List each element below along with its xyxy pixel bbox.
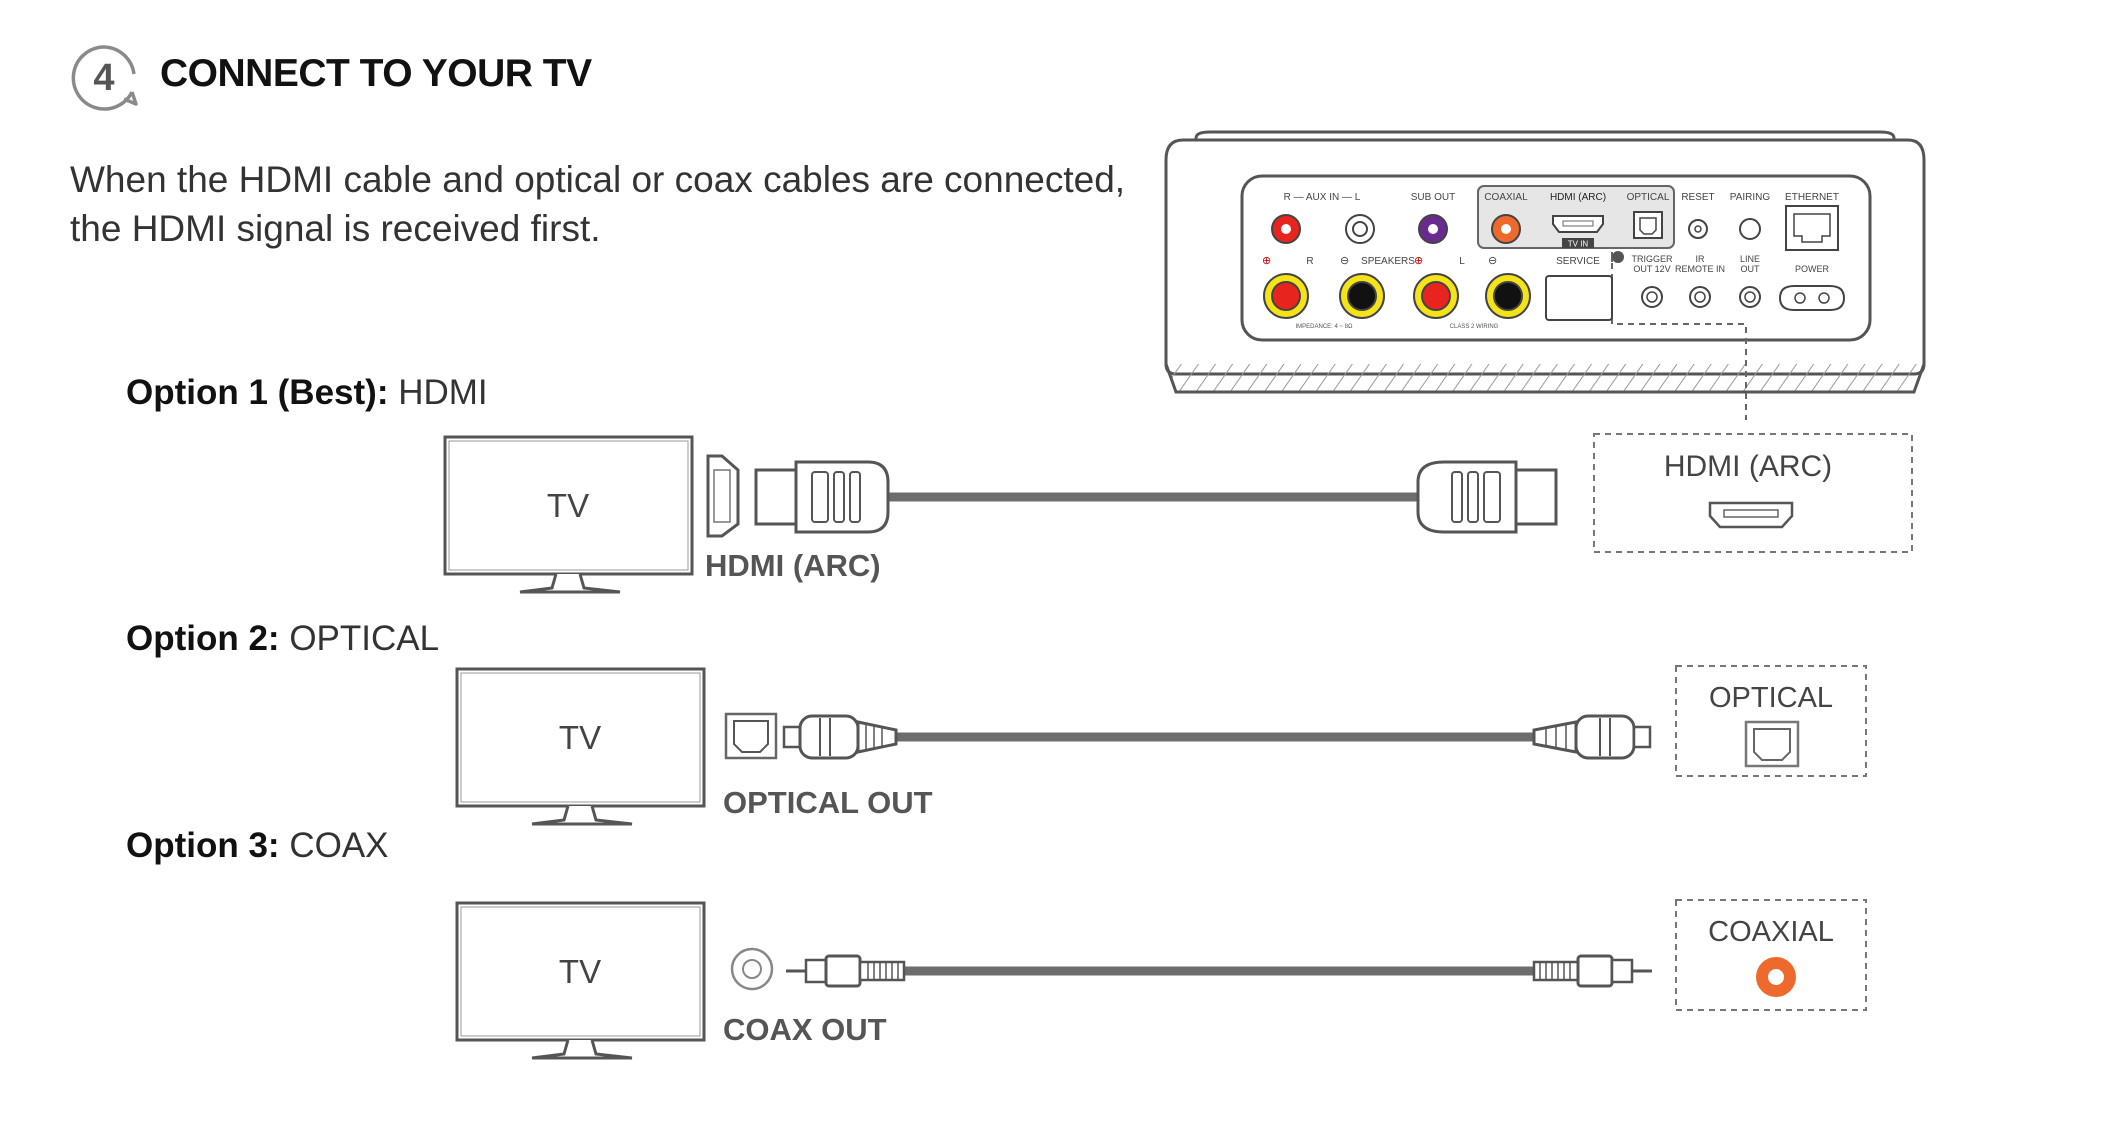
tv-1 [443,435,694,576]
svg-text:⊕: ⊕ [1262,255,1271,267]
optical-plug-right [1532,714,1652,760]
option-3-heading: Option 3: COAX [126,826,389,866]
option-1-label: Option 1 (Best): [126,373,389,412]
panel-trigger-label-2: OUT 12V [1633,264,1670,274]
option-3-label: Option 3: [126,826,280,865]
option-1-tv-port-label: HDMI (ARC) [705,548,881,583]
soundbar-optical-label: OPTICAL [1709,682,1833,714]
tv-3 [455,901,706,1042]
service-port [1545,275,1613,321]
pairing-button [1739,218,1761,240]
soundbar-rear-panel: R — AUX IN — L SUB OUT COAXIAL HDMI (ARC… [1164,130,1926,420]
option-3-diagram: TV [455,899,1867,1060]
soundbar-hdmi-port-icon [1708,501,1794,529]
intro-line-2: the HDMI signal is received first. [70,208,601,249]
svg-text:⊕: ⊕ [1414,255,1423,267]
option-3-tv-port-label: COAX OUT [723,1012,887,1047]
panel-sub-out-label: SUB OUT [1411,192,1455,203]
option-1-heading: Option 1 (Best): HDMI [126,373,488,413]
coax-plug-left [786,954,906,988]
panel-ir-label-1: IR [1696,254,1706,264]
svg-text:⊖: ⊖ [1340,255,1349,267]
option-2-tv-port-label: OPTICAL OUT [723,785,933,820]
panel-speakers-label: SPEAKERS [1361,256,1415,267]
speaker-terminals [1263,273,1531,319]
tv-1-hdmi-port-icon [706,454,740,538]
panel-ethernet-label: ETHERNET [1785,192,1839,203]
panel-hdmi-label: HDMI (ARC) [1550,192,1606,203]
panel-speaker-l-label: L [1459,256,1465,267]
panel-service-label: SERVICE [1556,256,1600,267]
page-title: CONNECT TO YOUR TV [160,52,592,95]
option-1-diagram: TV HDMI (ARC) [443,433,1913,594]
panel-power-label: POWER [1795,264,1830,274]
panel-aux-in-label: R — AUX IN — L [1284,192,1361,203]
power-socket [1778,285,1846,311]
tv-1-label: TV [547,487,589,524]
panel-ir-label-2: REMOTE IN [1675,264,1725,274]
panel-speaker-r-label: R [1306,256,1313,267]
option-2-heading: Option 2: OPTICAL [126,619,439,659]
panel-reset-label: RESET [1681,192,1714,203]
svg-text:⊖: ⊖ [1488,255,1497,267]
coax-plug-right [1532,954,1652,988]
step-number: 4 [93,56,115,99]
panel-hdmi-port [1552,215,1604,233]
option-3-value: COAX [289,826,389,865]
option-2-diagram: TV OPTICAL [455,665,1867,826]
soundbar-hdmi-arc-label: HDMI (ARC) [1664,450,1832,483]
panel-class2-label: CLASS 2 WIRING [1450,324,1499,330]
tv-2-label: TV [559,719,601,756]
option-2-value: OPTICAL [289,619,440,658]
tv-2 [455,667,706,808]
panel-impedance-label: IMPEDANCE: 4 ~ 8Ω [1295,324,1353,330]
soundbar-coaxial-label: COAXIAL [1708,916,1834,948]
option-2-label: Option 2: [126,619,280,658]
step-badge-icon [71,45,138,111]
intro-text: When the HDMI cable and optical or coax … [70,155,1126,253]
panel-pairing-label: PAIRING [1730,192,1771,203]
optical-plug-left [782,714,898,760]
intro-line-1: When the HDMI cable and optical or coax … [70,159,1126,200]
soundbar-hdmi-arc-box [1593,433,1913,553]
panel-line-out-label-1: LINE [1740,254,1760,264]
panel-optical-label: OPTICAL [1627,192,1670,203]
option-1-value: HDMI [398,373,488,412]
panel-line-out-label-2: OUT [1741,264,1761,274]
panel-tv-in-label: TV IN [1568,240,1589,249]
panel-coaxial-label: COAXIAL [1484,192,1528,203]
panel-trigger-label-1: TRIGGER [1631,254,1673,264]
tv-3-label: TV [559,953,601,990]
